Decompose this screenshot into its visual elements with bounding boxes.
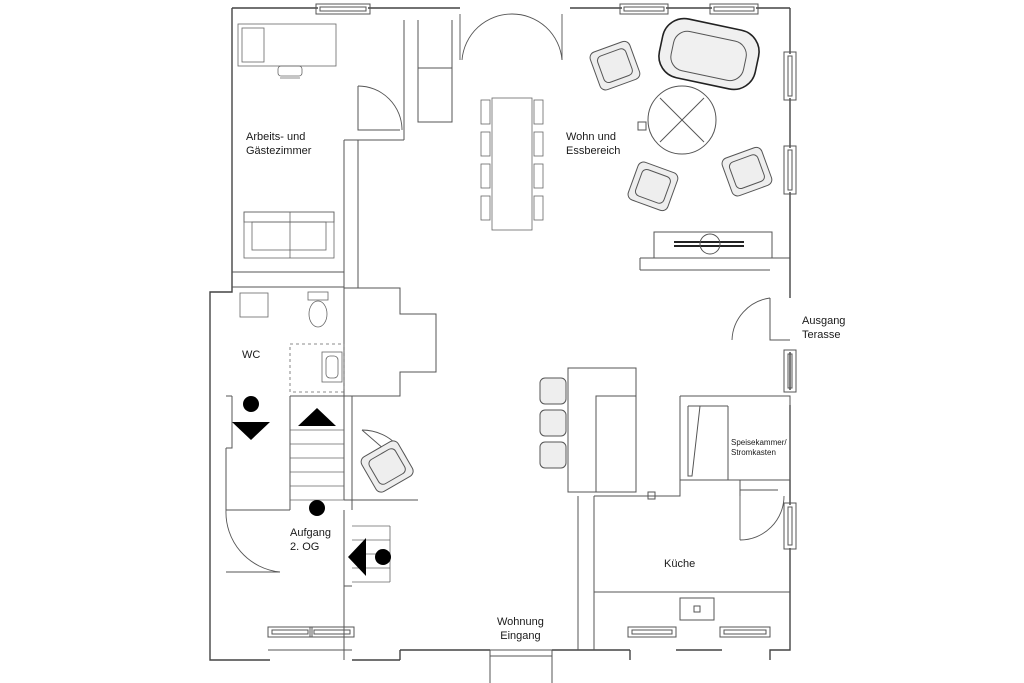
windows — [267, 3, 797, 651]
doors — [225, 13, 785, 573]
room-label-line: Ausgang — [802, 315, 846, 327]
room-label-line: Gästezimmer — [246, 145, 312, 157]
stair-up-dot — [309, 500, 325, 516]
stair-side-dot — [375, 549, 391, 565]
room-label-line: Essbereich — [566, 145, 621, 157]
interior-walls — [225, 20, 791, 660]
stair-down-arrow — [232, 422, 270, 440]
wc-fixtures — [239, 291, 345, 393]
kitchen-island — [539, 367, 656, 500]
office-furniture — [237, 23, 337, 259]
room-label-wc: WC — [242, 349, 261, 361]
room-label-line: Terasse — [802, 329, 841, 341]
room-label-line: Arbeits- und — [246, 131, 306, 143]
room-label-line: Eingang — [500, 630, 541, 642]
room-label-speisekammer: Speisekammer/ Stromkasten — [731, 438, 787, 458]
room-label-line: Wohnung — [497, 616, 544, 628]
living-furniture — [360, 17, 773, 493]
outer-walls — [209, 7, 791, 661]
room-label-line: Stromkasten — [731, 448, 776, 457]
room-label-wohnbereich: Wohn und Essbereich — [566, 130, 620, 158]
room-label-line: Speisekammer/ — [731, 438, 787, 447]
dining-table — [480, 97, 544, 231]
stair-down-dot — [243, 396, 259, 412]
stair-symbols — [232, 396, 391, 576]
entrance-threshold — [489, 649, 553, 683]
room-label-arbeitszimmer: Arbeits- und Gästezimmer — [246, 130, 311, 158]
room-label-aufgang: Aufgang 2. OG — [290, 526, 331, 554]
room-label-line: 2. OG — [290, 541, 320, 553]
stair-up-arrow — [298, 408, 336, 426]
stair-side-arrow — [348, 538, 366, 576]
room-label-line: Wohn und — [566, 131, 616, 143]
room-label-line: Aufgang — [290, 527, 331, 539]
room-label-kueche: Küche — [664, 558, 696, 570]
room-label-ausgang: Ausgang Terasse — [802, 314, 845, 342]
staircase — [290, 429, 391, 583]
room-label-eingang: Wohnung Eingang — [497, 615, 544, 643]
